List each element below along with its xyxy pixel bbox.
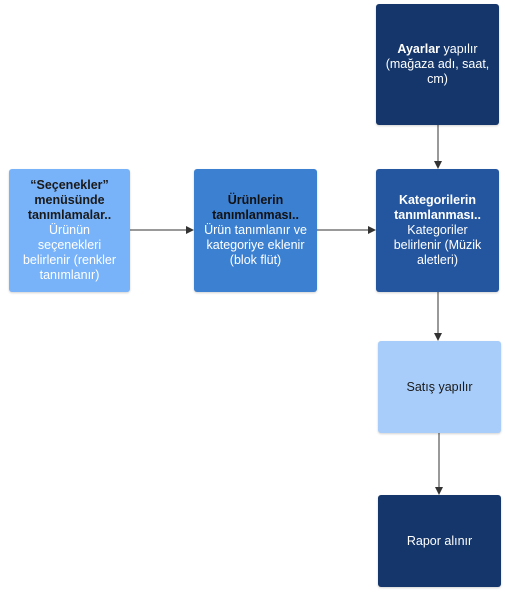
node-urunler[interactable]: Ürünlerin tanımlanması.. Ürün tanımlanır… bbox=[194, 169, 317, 292]
node-satis[interactable]: Satış yapılır bbox=[378, 341, 501, 433]
node-urunler-heading: Ürünlerin tanımlanması.. bbox=[212, 193, 299, 222]
node-secenekler-body: Ürünün seçenekleri belirlenir (renkler t… bbox=[22, 223, 117, 282]
node-kategoriler-body: Kategoriler belirlenir (Müzik aletleri) bbox=[393, 223, 482, 267]
node-kategoriler-heading: Kategorilerin tanımlanması.. bbox=[394, 193, 481, 222]
node-rapor-label: Rapor alınır bbox=[406, 533, 473, 548]
node-secenekler[interactable]: “Seçenekler” menüsünde tanımlamalar.. Ür… bbox=[9, 169, 130, 292]
node-ayarlar-text: Ayarlar yapılır (mağaza adı, saat, cm) bbox=[384, 42, 491, 87]
node-ayarlar[interactable]: Ayarlar yapılır (mağaza adı, saat, cm) bbox=[376, 4, 499, 125]
node-urunler-body: Ürün tanımlanır ve kategoriye eklenir (b… bbox=[204, 223, 307, 267]
node-satis-label: Satış yapılır bbox=[406, 379, 473, 394]
node-kategoriler[interactable]: Kategorilerin tanımlanması.. Kategoriler… bbox=[376, 169, 499, 292]
node-ayarlar-bold: Ayarlar bbox=[397, 42, 441, 56]
node-ayarlar-rest: yapılır (mağaza adı, saat, cm) bbox=[385, 42, 490, 86]
node-rapor[interactable]: Rapor alınır bbox=[378, 495, 501, 587]
node-secenekler-heading: “Seçenekler” menüsünde tanımlamalar.. bbox=[27, 178, 112, 222]
